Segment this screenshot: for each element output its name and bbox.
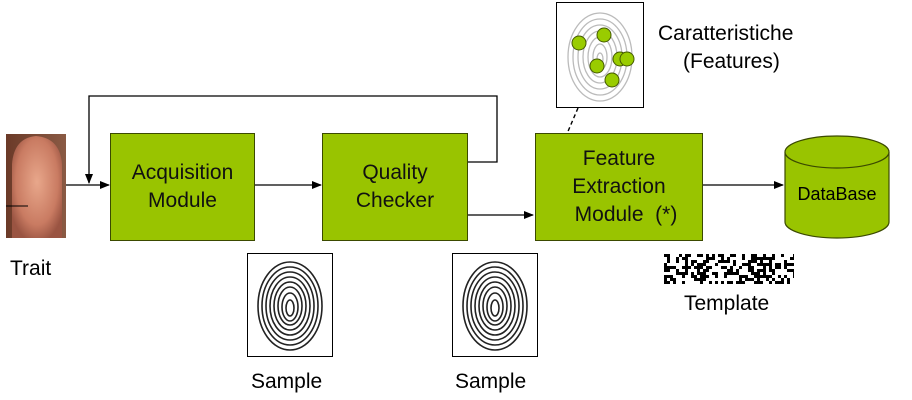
minutia-point xyxy=(619,51,635,67)
feature-label-line1: Feature xyxy=(582,147,656,170)
database-cylinder: DataBase xyxy=(784,134,890,240)
trait-finger-photo xyxy=(6,134,66,238)
feature-label-line3: Module (*) xyxy=(574,203,678,226)
sample-fingerprint-image-1 xyxy=(247,253,333,357)
sample-label-2: Sample xyxy=(455,370,527,393)
features-label-line2: (Features) xyxy=(683,50,780,73)
minutia-point xyxy=(571,35,587,51)
template-binary-pattern xyxy=(664,254,796,284)
feature-extraction-box: Feature Extraction Module (*) xyxy=(535,133,703,241)
acquisition-module-box: Acquisition Module xyxy=(110,133,255,241)
database-label: DataBase xyxy=(797,184,877,204)
acquisition-label-line1: Acquisition xyxy=(131,161,234,184)
trait-label: Trait xyxy=(10,257,52,280)
feature-label-line2: Extraction xyxy=(572,175,666,198)
minutia-point xyxy=(589,58,605,74)
quality-label-line2: Checker xyxy=(355,189,435,212)
acquisition-label-line2: Module xyxy=(148,189,217,212)
quality-checker-box: Quality Checker xyxy=(322,133,468,241)
features-label-line1: Caratteristiche xyxy=(658,22,794,45)
features-fingerprint-image xyxy=(556,2,644,108)
minutia-point xyxy=(604,72,620,88)
sample-label-1: Sample xyxy=(251,370,323,393)
template-label: Template xyxy=(684,292,770,315)
sample-fingerprint-image-2 xyxy=(452,253,538,357)
quality-label-line1: Quality xyxy=(362,161,428,184)
arrow-feedback-loop xyxy=(85,95,498,184)
minutia-point xyxy=(596,27,612,43)
